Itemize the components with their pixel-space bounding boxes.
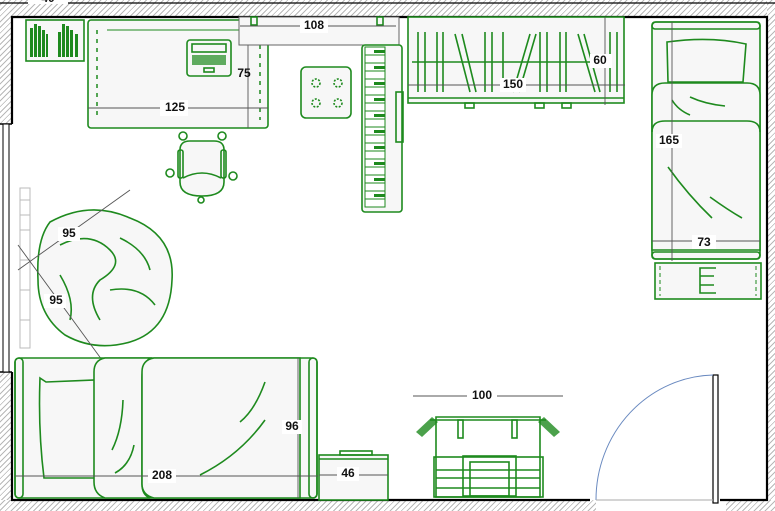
wall-bottom-right [726,500,775,511]
dim-bed-width: 73 [697,235,711,249]
top-edge-label-bg [28,0,68,4]
dim-desk-depth: 75 [237,66,251,80]
bookshelf-icon [25,19,85,62]
chair[interactable] [416,416,560,498]
wall-top [0,0,775,17]
dim-chair-width: 100 [472,388,492,402]
wall-left-lower [0,372,12,511]
dim-beanbag-width: 95 [62,226,76,240]
wall-right [767,0,775,511]
dim-sofa-depth: 96 [285,419,299,433]
dim-nightstand-width: 46 [341,466,355,480]
dim-wardrobe-width: 150 [503,77,523,91]
room-walls [0,2,775,502]
dim-top-edge: 40 [41,0,55,5]
dim-wardrobe-depth: 60 [593,53,607,67]
wardrobe[interactable] [407,16,625,109]
dim-sofa-length: 208 [152,468,172,482]
single-bed[interactable] [651,21,761,260]
stool[interactable] [300,66,352,119]
office-chair[interactable] [165,131,238,204]
door[interactable] [595,374,719,504]
label-bg [160,100,188,116]
sofa-bed[interactable] [14,357,318,499]
beanbag[interactable] [36,209,173,347]
bed-drawer[interactable] [654,262,762,300]
dim-desk-width: 125 [165,100,185,114]
radiator [19,187,31,349]
piano-keyboard[interactable] [361,44,404,213]
dim-beanbag-depth: 95 [49,293,63,307]
wall-left-upper [0,0,12,124]
dim-shelf-width: 108 [304,18,324,32]
dim-bed-length: 165 [659,133,679,147]
nightstand[interactable] [318,450,389,501]
wall-bottom-left [0,500,596,511]
laptop-icon [186,39,232,77]
